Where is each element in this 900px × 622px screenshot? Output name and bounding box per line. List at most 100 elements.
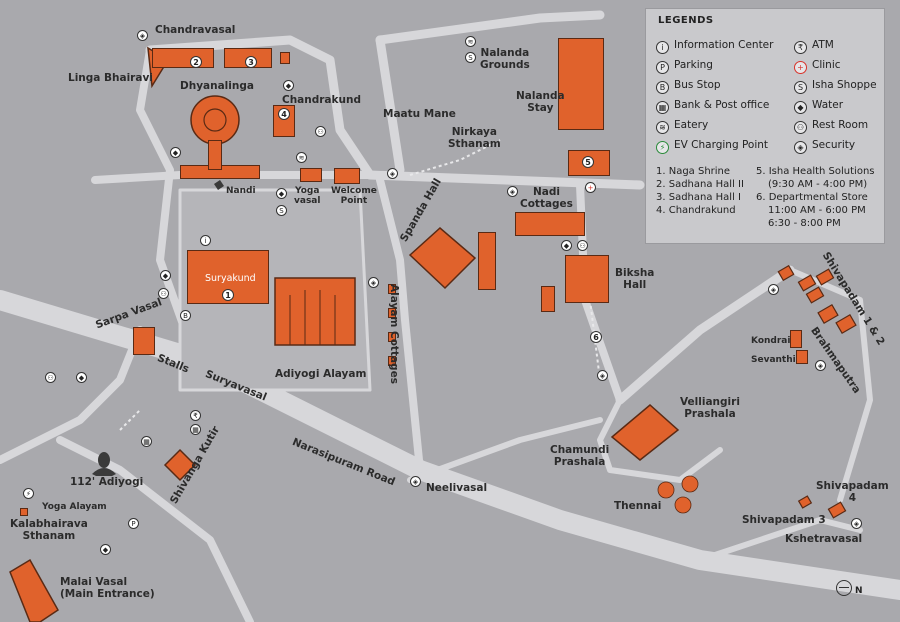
security-icon: ◈ [794, 141, 807, 154]
legend-numbered-item: 4. Chandrakund [656, 205, 736, 216]
water-icon: ◆ [76, 372, 87, 383]
legend-numbered-item: 1. Naga Shrine [656, 166, 731, 177]
shoppe-icon: S [276, 205, 287, 216]
alayam-cottage-1 [388, 284, 396, 294]
legend-item-label: Water [812, 99, 844, 111]
nirkaya-line1: Nirkaya [451, 126, 497, 138]
sadhana-hall-2 [152, 48, 214, 68]
alayam-cottage-4 [388, 356, 396, 366]
legend-item-security: ◈ Security [794, 139, 855, 154]
marker-1: 1 [222, 289, 234, 301]
legend-item-label: Security [812, 139, 856, 151]
security-icon: ◈ [387, 168, 398, 179]
label-shivapadam-4: Shivapadam 4 [816, 480, 889, 504]
security-icon: ◈ [507, 186, 518, 197]
alayam-cottage-2 [388, 308, 396, 318]
biksha-line2: Hall [623, 279, 647, 292]
restroom-icon: ⚇ [315, 126, 326, 137]
legend-item-restroom: ⚇Rest Room [794, 119, 868, 134]
narasipuram-road [0, 290, 900, 600]
bus-stop-icon: B [180, 310, 191, 321]
label-malai-vasal: Malai Vasal (Main Entrance) [60, 576, 155, 600]
label-welcome-point: Welcome Point [331, 186, 377, 207]
kalabhairava-line2: Sthanam [22, 530, 76, 543]
legend-numbered-item: (9:30 AM - 4:00 PM) [768, 179, 868, 190]
eatery-icon: ≋ [296, 152, 307, 163]
water-icon: ◆ [276, 188, 287, 199]
legend-item-label: Eatery [674, 119, 709, 131]
nadi-line1: Nadi [532, 186, 560, 198]
label-velliangiri-prashala: Velliangiri Prashala [680, 396, 740, 420]
label-112-adiyogi: 112' Adiyogi [70, 476, 144, 488]
security-icon: ◈ [368, 277, 379, 288]
legend-item-label: Information Center [674, 39, 774, 51]
adiyogi-alayam-building [274, 277, 356, 346]
kshetravasal-road [697, 517, 863, 563]
water-icon: ◆ [561, 240, 572, 251]
legend-numbered-item: 6. Departmental Store [756, 192, 868, 203]
legend-item-label: Bank & Post office [674, 99, 770, 111]
security-icon: ◈ [410, 476, 421, 487]
ev-charging-icon: ⚡ [23, 488, 34, 499]
ev-charging-icon: ⚡ [656, 141, 669, 154]
biksha-annex [541, 286, 555, 312]
security-icon: ◈ [597, 370, 608, 381]
label-shivapadam-3: Shivapadam 3 [742, 514, 826, 526]
restroom-icon: ⚇ [577, 240, 588, 251]
adiyogi-road [56, 436, 254, 622]
legend-numbered-item: 2. Sadhana Hall II [656, 179, 744, 190]
malai-line2: (Main Entrance) [60, 588, 155, 601]
label-chamundi-prashala: Chamundi Prashala [550, 444, 609, 468]
label-neelivasal: Neelivasal [426, 482, 488, 494]
spanda-hall-building [408, 227, 477, 290]
legend-numbered-item: 3. Sadhana Hall I [656, 192, 741, 203]
atm-icon: ₹ [794, 41, 807, 54]
atm-icon: ₹ [190, 410, 201, 421]
water-icon: ◆ [794, 101, 807, 114]
malai-vasal-entrance [9, 558, 59, 622]
info-icon: i [200, 235, 211, 246]
parking-icon: P [128, 518, 139, 529]
sevanthi-building [796, 350, 808, 364]
label-maatu-mane: Maatu Mane [383, 108, 456, 120]
label-yoga-vasal: Yoga vasal [294, 186, 320, 207]
shivapadam-4-line1: Shivapadam [816, 480, 889, 492]
marker-6: 6 [590, 331, 602, 343]
chamundi-line1: Chamundi [550, 444, 610, 456]
bank-icon: ▦ [141, 436, 152, 447]
label-nalanda-stay: Nalanda Stay [516, 90, 565, 114]
restroom-icon: ⚇ [794, 121, 807, 134]
prashala-building [610, 404, 680, 461]
label-kshetravasal: Kshetravasal [785, 533, 863, 545]
legend-item-water: ◆ Water [794, 99, 843, 114]
legend-item-label: Bus Stop [674, 79, 721, 91]
thennai-trees [657, 475, 699, 514]
eatery-icon: ≋ [656, 121, 669, 134]
dhyanalinga-dome [190, 95, 240, 145]
label-adiyogi-alayam: Adiyogi Alayam [275, 368, 367, 380]
security-icon: ◈ [137, 30, 148, 41]
nalanda-road [375, 35, 405, 175]
shivapadam-road [615, 265, 795, 405]
legend-numbered-item: 11:00 AM - 6:00 PM [768, 205, 866, 216]
label-chandravasal: Chandravasal [155, 24, 236, 36]
legend-item-label: ATM [812, 39, 834, 51]
legend-item-ev-charging: ⚡EV Charging Point [656, 139, 768, 154]
velliangiri-line1: Velliangiri [680, 396, 740, 408]
malai-line1: Malai Vasal [60, 576, 128, 588]
restroom-icon: ⚇ [158, 288, 169, 299]
welcome-line2: Point [340, 196, 368, 207]
marker-5: 5 [582, 156, 594, 168]
alayam-cottage-3 [388, 332, 396, 342]
north-loop-road [145, 35, 645, 190]
label-thennai: Thennai [614, 500, 662, 512]
water-icon: ◆ [160, 270, 171, 281]
east-loop [787, 267, 873, 503]
security-icon: ◈ [851, 518, 862, 529]
nirkaya-line2: Sthanam [448, 138, 501, 151]
dhyanalinga-spine [208, 140, 222, 170]
bank-icon: ▦ [190, 424, 201, 435]
label-suryakund: Suryakund [205, 273, 256, 284]
